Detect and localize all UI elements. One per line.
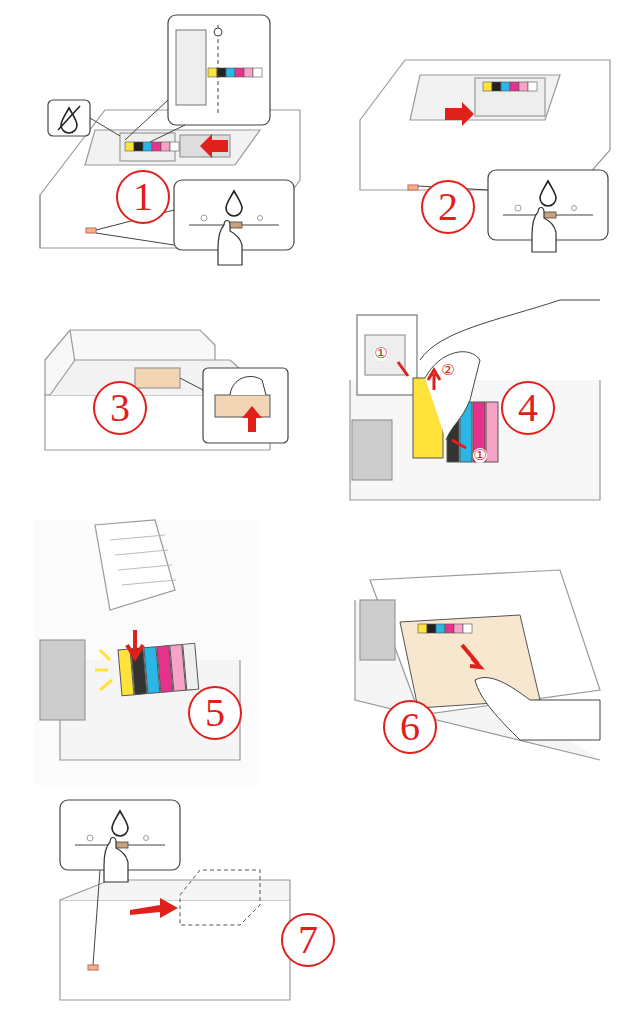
step-number: 3 [110,388,130,428]
step-number-circle: 2 [421,180,475,234]
step-number-circle: 4 [501,381,555,435]
step-number-circle: 3 [93,381,147,435]
step-number: 4 [518,388,538,428]
step-number: 6 [400,707,420,747]
callout-number: ② [441,363,454,378]
step-number: 5 [205,693,225,733]
step-number: 1 [133,177,153,217]
step-number-circle: 1 [116,170,170,224]
step-number: 2 [438,187,458,227]
step-number-circle: 5 [188,686,242,740]
callout-number: ① [473,448,486,463]
callout-number: ① [374,346,387,361]
step-number: 7 [298,920,318,960]
step-number-circle: 6 [383,700,437,754]
step-number-circle: 7 [281,913,335,967]
